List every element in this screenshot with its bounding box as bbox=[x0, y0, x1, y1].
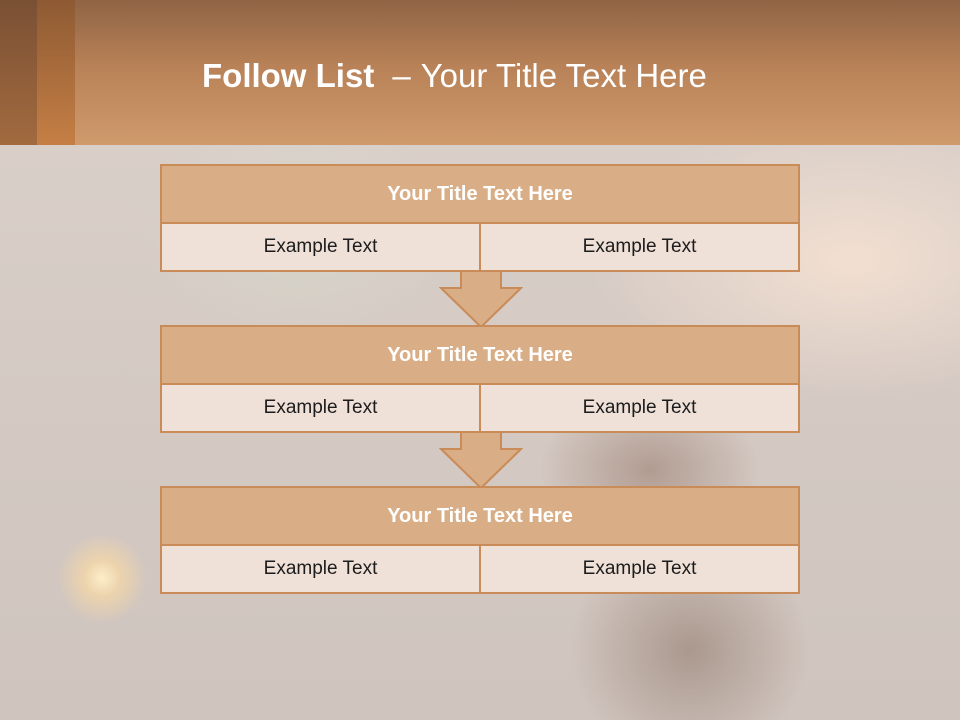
flow-block-title: Your Title Text Here bbox=[162, 488, 798, 546]
flow-block-row: Example Text Example Text bbox=[162, 385, 798, 431]
slide-title-bold: Follow List bbox=[202, 57, 375, 94]
flow-block: Your Title Text Here Example Text Exampl… bbox=[160, 486, 800, 594]
slide-title-dash: – bbox=[392, 57, 411, 94]
header-accent-strip bbox=[37, 0, 75, 145]
header-accent-strip bbox=[0, 0, 37, 145]
flow-block: Your Title Text Here Example Text Exampl… bbox=[160, 164, 800, 272]
flow-block-cell: Example Text bbox=[263, 397, 378, 418]
flow-block-cell: Example Text bbox=[479, 385, 798, 431]
header-band bbox=[0, 0, 960, 145]
flow-block-cell: Example Text bbox=[263, 558, 378, 579]
down-arrow-icon bbox=[439, 431, 523, 489]
flow-block-title: Your Title Text Here bbox=[162, 166, 798, 224]
flow-block-cell: Example Text bbox=[479, 224, 798, 270]
flow-block-cell: Example Text bbox=[479, 546, 798, 592]
slide-title-text: Your Title Text Here bbox=[420, 57, 707, 94]
flow-block-row: Example Text Example Text bbox=[162, 546, 798, 592]
down-arrow-icon bbox=[439, 270, 523, 328]
slide-title: Follow List–Your Title Text Here bbox=[202, 54, 707, 98]
flow-block-row: Example Text Example Text bbox=[162, 224, 798, 270]
flow-block-cell: Example Text bbox=[263, 236, 378, 257]
flow-block-title: Your Title Text Here bbox=[162, 327, 798, 385]
flow-block: Your Title Text Here Example Text Exampl… bbox=[160, 325, 800, 433]
